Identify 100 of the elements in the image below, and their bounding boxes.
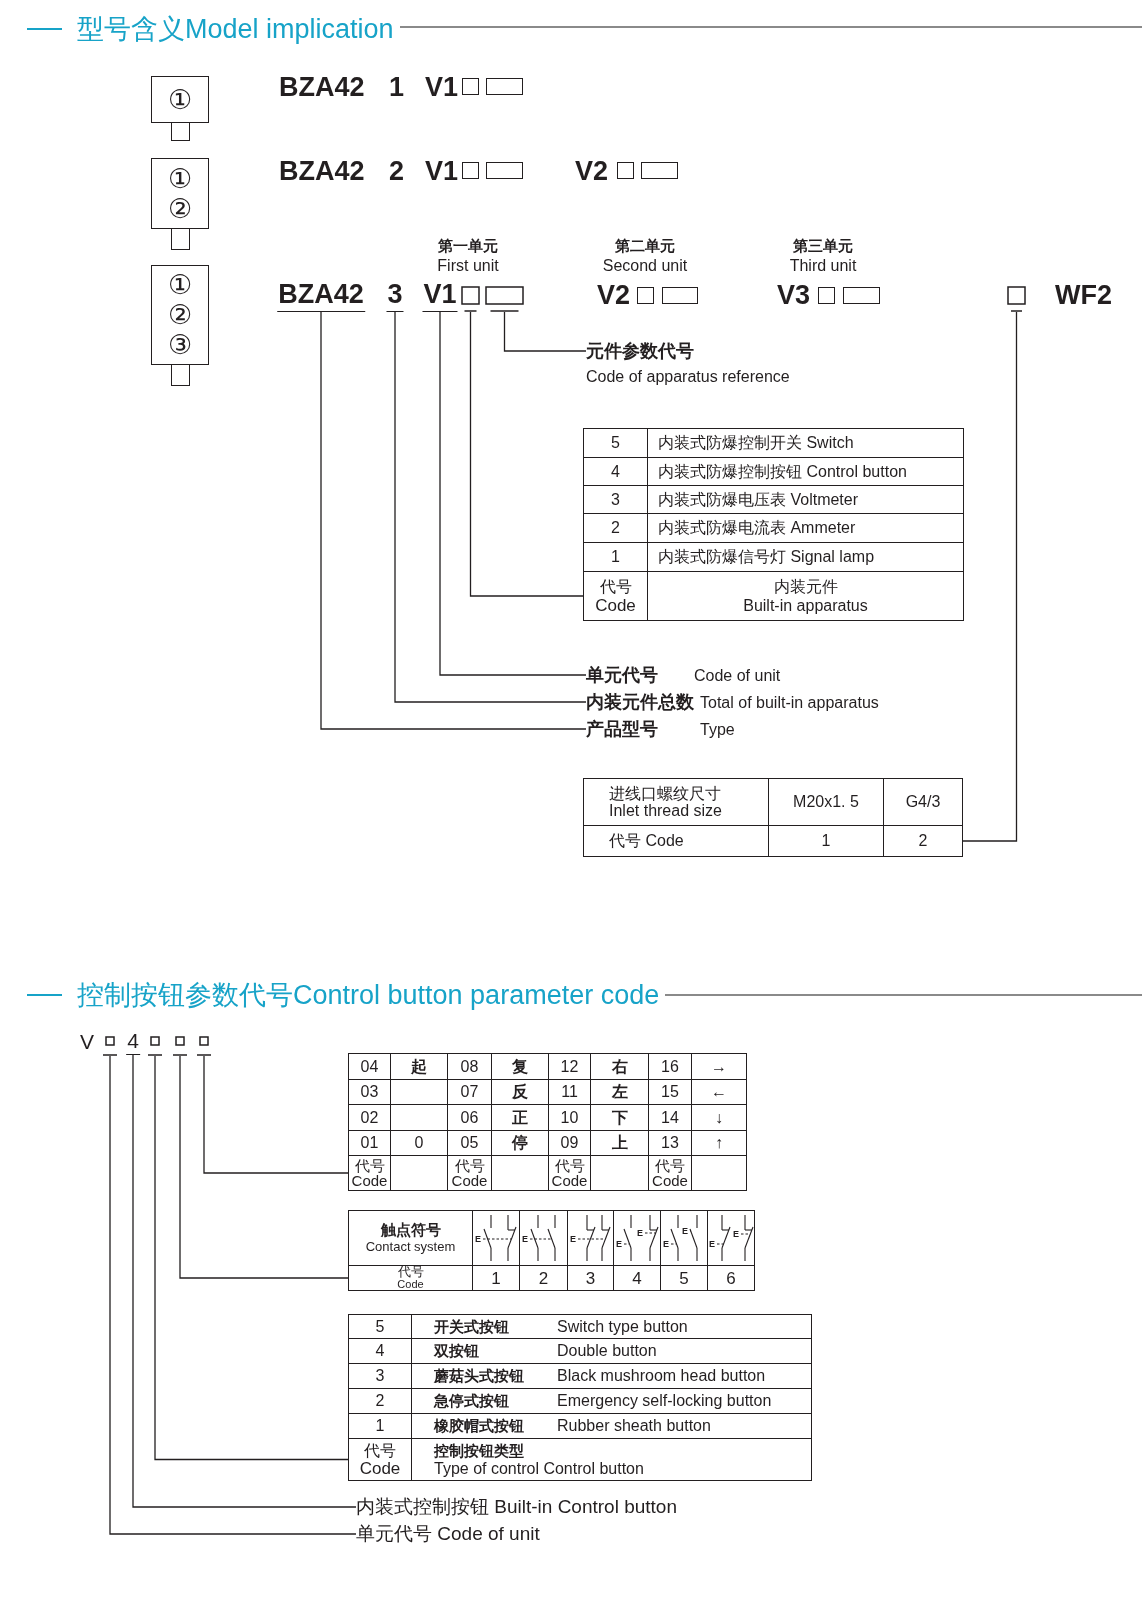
description-text: 内装式防爆电压表 Voltmeter — [658, 490, 859, 509]
enclosure-box — [151, 76, 209, 123]
unit-caption: Second unit — [602, 257, 688, 275]
symbol-letter: E — [475, 1234, 481, 1244]
button-type-text: 急停式按钮 — [434, 1392, 510, 1409]
unit-caption: First unit — [437, 257, 499, 275]
marking-character: 右 — [611, 1057, 628, 1076]
circled-number: ① — [167, 163, 193, 194]
description-text: 内装式防爆信号灯 Signal lamp — [658, 548, 875, 566]
circled-number: ① — [167, 270, 193, 300]
code-number: 02 — [360, 1108, 379, 1127]
code-label: Code — [351, 1173, 388, 1188]
code-number: 04 — [360, 1057, 379, 1076]
code-number: 3 — [611, 490, 620, 509]
code-number: 07 — [460, 1083, 479, 1101]
code-number: 6 — [726, 1268, 736, 1288]
symbol-letter: E — [682, 1226, 688, 1236]
section-heading: 控制按钮参数代号Control button parameter code — [77, 980, 660, 1010]
symbol-letter: E — [663, 1239, 669, 1249]
header-text: Type of control Control button — [434, 1459, 644, 1478]
symbol-letter: E — [709, 1239, 715, 1249]
model-code-text: 3 — [386, 281, 404, 312]
table-cell — [348, 1265, 473, 1291]
code-number: 5 — [679, 1268, 689, 1288]
placeholder-box — [102, 1036, 118, 1056]
code-label: 代号 — [655, 1158, 685, 1173]
code-number: 3 — [375, 1367, 385, 1385]
button-type-text: Switch type button — [557, 1317, 688, 1336]
code-number: 0 — [414, 1134, 424, 1152]
button-type-text: 蘑菇头式按钮 — [434, 1367, 525, 1384]
symbol-letter: E — [637, 1228, 643, 1238]
button-type-text: Double button — [557, 1342, 657, 1360]
placeholder-box — [485, 286, 524, 312]
code-number: 08 — [460, 1057, 479, 1076]
code-number: 05 — [460, 1134, 479, 1152]
table-cell — [348, 1438, 412, 1481]
circled-number: ③ — [167, 330, 193, 360]
marking-character: 左 — [611, 1083, 628, 1101]
leader-line — [320, 311, 587, 730]
description-text: 内装式防爆控制开关 Switch — [658, 434, 854, 452]
code-label: Code — [359, 1459, 401, 1478]
leader-label: 单元代号 Code of unit — [586, 664, 781, 687]
marking-character: 下 — [611, 1108, 628, 1127]
leader-label: 内装式控制按钮 Built-in Control button — [356, 1496, 677, 1518]
unit-caption: 第三单元 — [793, 236, 853, 254]
placeholder-box — [172, 1036, 188, 1056]
section-heading: 型号含义Model implication — [77, 14, 394, 44]
code-label: 代号 — [599, 577, 632, 596]
code-label: 代号 — [354, 1158, 385, 1173]
header-text: 进线口螺纹尺寸 — [609, 785, 721, 802]
symbol-letter: E — [522, 1234, 528, 1244]
leader-line — [469, 311, 585, 597]
header-text: 控制按钮类型 — [434, 1441, 524, 1460]
header-text: Inlet thread size — [609, 802, 722, 819]
button-type-text: 开关式按钮 — [434, 1317, 510, 1335]
code-number: 2 — [918, 832, 928, 850]
code-number: 01 — [360, 1134, 379, 1152]
code-number: 09 — [560, 1134, 579, 1152]
arrow-character: → — [711, 1057, 727, 1076]
code-label: 代号 Code — [609, 832, 684, 850]
symbol-letter: E — [616, 1239, 622, 1249]
model-code-text: 4 — [126, 1030, 140, 1055]
code-number: 1 — [491, 1268, 501, 1288]
code-label: Code — [397, 1278, 424, 1290]
leader-line — [179, 1055, 350, 1279]
code-label: Code — [595, 596, 636, 615]
code-number: 5 — [375, 1317, 385, 1336]
button-type-text: 双按钮 — [434, 1342, 480, 1359]
code-number: 10 — [560, 1108, 579, 1127]
code-number: 06 — [460, 1108, 479, 1127]
circled-number: ② — [167, 193, 193, 224]
symbol-letter: E — [570, 1234, 576, 1244]
code-number: 11 — [561, 1083, 578, 1101]
code-number: 14 — [661, 1108, 679, 1127]
code-number: 03 — [360, 1083, 379, 1101]
marking-character: 上 — [611, 1134, 628, 1152]
code-label: Code — [652, 1173, 688, 1188]
enclosure-box — [151, 265, 209, 365]
unit-caption: 第一单元 — [438, 236, 498, 254]
description-text: 内装式防爆电流表 Ammeter — [658, 519, 856, 537]
code-number: 16 — [661, 1057, 679, 1076]
arrow-character: ← — [711, 1083, 727, 1101]
marking-character: 复 — [512, 1057, 528, 1076]
table-cell — [883, 825, 963, 857]
code-number: 1 — [375, 1417, 385, 1435]
code-number: 2 — [538, 1268, 549, 1288]
code-label: 代号 — [554, 1158, 585, 1173]
model-code-text: V1 — [425, 72, 459, 102]
unit-caption: Third unit — [789, 257, 857, 275]
code-number: 1 — [821, 832, 831, 850]
leader-line — [503, 311, 587, 352]
code-number: 1 — [611, 548, 620, 566]
header-text: Built-in apparatus — [743, 596, 868, 615]
code-number: 4 — [611, 462, 620, 481]
thread-size-text: G4/3 — [905, 793, 941, 811]
placeholder-box — [461, 286, 480, 312]
placeholder-box — [1007, 286, 1026, 312]
code-number: 3 — [585, 1268, 596, 1288]
code-number: 15 — [661, 1083, 679, 1101]
code-number: 13 — [661, 1134, 679, 1152]
